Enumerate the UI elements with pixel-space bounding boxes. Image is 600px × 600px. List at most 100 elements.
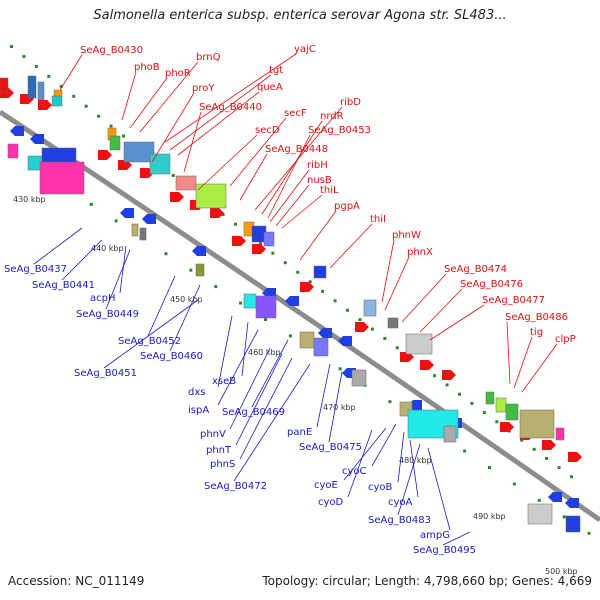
leader-line-reverse	[147, 275, 176, 337]
gene-arrow	[400, 352, 414, 362]
gene-label-forward[interactable]: brnQ	[196, 52, 221, 63]
gene-label-reverse[interactable]: SeAg_B0475	[299, 442, 362, 453]
accession-text: Accession: NC_011149	[8, 574, 145, 588]
gene-label-reverse[interactable]: cyoB	[368, 482, 393, 493]
gene-label-forward[interactable]: secF	[284, 108, 307, 119]
gene-label-reverse[interactable]: SeAg_B0472	[204, 481, 267, 492]
gene-label-reverse[interactable]: dxs	[188, 387, 205, 398]
gene-label-reverse[interactable]: SeAg_B0437	[4, 264, 67, 275]
gene-label-forward[interactable]: SeAg_B0430	[80, 45, 143, 56]
tick-dot	[587, 531, 591, 535]
gene-label-reverse[interactable]: cyoD	[318, 497, 344, 508]
gene-box	[351, 369, 367, 387]
leader-line-reverse	[347, 429, 373, 498]
gene-box	[109, 135, 121, 151]
gene-label-forward[interactable]: SeAg_B0453	[308, 125, 371, 136]
leader-line-reverse	[442, 531, 471, 546]
leader-line-forward	[261, 120, 323, 215]
leader-line-forward	[506, 321, 511, 385]
tick-dot	[22, 54, 26, 58]
gene-label-reverse[interactable]: xseB	[212, 376, 236, 387]
gene-label-reverse[interactable]: SeAg_B0460	[140, 351, 203, 362]
gene-label-reverse[interactable]: cyoA	[388, 497, 413, 508]
gene-label-forward[interactable]: ribH	[307, 160, 328, 171]
tick-dot	[10, 45, 13, 48]
gene-box	[565, 515, 581, 533]
gene-label-forward[interactable]: SeAg_B0440	[199, 102, 262, 113]
gene-label-forward[interactable]: SeAg_B0474	[444, 264, 507, 275]
gene-label-reverse[interactable]: panE	[287, 427, 312, 438]
gene-arrow	[30, 134, 44, 144]
gene-arrow	[10, 126, 24, 136]
tick-dot	[545, 456, 549, 460]
gene-label-forward[interactable]: ribD	[340, 97, 361, 108]
tick-dot	[214, 285, 218, 289]
gene-label-reverse[interactable]: SeAg_B0452	[118, 336, 181, 347]
gene-label-reverse[interactable]: acpH	[90, 293, 116, 304]
tick-dot	[109, 124, 113, 128]
tick-dot	[570, 475, 573, 479]
gene-label-reverse[interactable]: SeAg_B0469	[222, 407, 285, 418]
tick-dot	[59, 84, 63, 88]
gene-label-reverse[interactable]: phnS	[210, 459, 235, 470]
gene-label-forward[interactable]: phoB	[134, 62, 160, 73]
tick-label: 500 kbp	[545, 567, 578, 576]
tick-dot	[84, 104, 88, 108]
gene-label-reverse[interactable]: phnT	[206, 445, 232, 456]
gene-label-reverse[interactable]: cyoC	[342, 466, 367, 477]
leader-line-forward	[299, 210, 337, 261]
gene-label-forward[interactable]: phnW	[392, 230, 421, 241]
leader-line-layer	[33, 53, 558, 546]
gene-arrow	[300, 282, 314, 292]
gene-label-reverse[interactable]: SeAg_B0483	[368, 515, 431, 526]
gene-label-forward[interactable]: clpP	[555, 334, 576, 345]
gene-arrow	[355, 322, 369, 332]
tick-dot	[512, 482, 516, 486]
gene-label-forward[interactable]: SeAg_B0486	[505, 312, 568, 323]
gene-box	[407, 409, 459, 439]
leader-line-forward	[281, 194, 323, 229]
gene-label-forward[interactable]: secD	[255, 125, 280, 136]
tick-dot	[470, 401, 474, 405]
gene-label-reverse[interactable]: SeAg_B0451	[74, 368, 137, 379]
gene-label-forward[interactable]: tgt	[269, 65, 283, 76]
gene-label-reverse[interactable]: phnV	[200, 429, 226, 440]
tick-dot	[164, 252, 168, 256]
gene-label-forward[interactable]: proY	[192, 83, 215, 94]
gene-box	[405, 333, 433, 355]
gene-label-reverse[interactable]: ampG	[420, 530, 450, 541]
gene-box	[555, 427, 565, 441]
gene-label-forward[interactable]: phoR	[165, 68, 191, 79]
gene-label-reverse[interactable]: ispA	[188, 405, 209, 416]
gene-label-forward[interactable]: queA	[257, 82, 283, 93]
gene-label-forward[interactable]: SeAg_B0476	[460, 279, 523, 290]
gene-label-forward[interactable]: nrdR	[320, 111, 344, 122]
gene-label-forward[interactable]: tig	[530, 327, 543, 338]
gene-label-reverse[interactable]: cyoE	[314, 480, 338, 491]
gene-arrow	[210, 208, 224, 218]
gene-label-forward[interactable]: SeAg_B0448	[265, 144, 328, 155]
map-title: Salmonella enterica subsp. enterica sero…	[93, 8, 507, 23]
gene-label-reverse[interactable]: SeAg_B0441	[32, 280, 95, 291]
leader-line-reverse	[251, 339, 289, 408]
gene-label-forward[interactable]: thiI	[370, 214, 386, 225]
gene-label-forward[interactable]: pgpA	[334, 201, 360, 212]
gene-label-forward[interactable]: yajC	[294, 44, 316, 55]
gene-box	[527, 503, 553, 525]
gene-arrow	[170, 192, 184, 202]
gene-label-forward[interactable]: nusB	[307, 175, 332, 186]
gene-label-forward[interactable]: SeAg_B0477	[482, 295, 545, 306]
leader-line-forward	[239, 153, 268, 201]
gene-label-reverse[interactable]: SeAg_B0449	[76, 309, 139, 320]
leader-line-reverse	[103, 299, 199, 369]
gene-label-forward[interactable]: thiL	[320, 185, 339, 196]
gene-label-forward[interactable]: phnX	[407, 247, 433, 258]
gene-box	[39, 161, 85, 195]
tick-dot	[537, 498, 541, 502]
tick-label: 450 kbp	[170, 295, 203, 304]
gene-box	[313, 265, 327, 279]
gene-label-reverse[interactable]: SeAg_B0495	[413, 545, 476, 556]
leader-line-reverse	[409, 439, 419, 498]
gene-arrow	[442, 370, 456, 380]
